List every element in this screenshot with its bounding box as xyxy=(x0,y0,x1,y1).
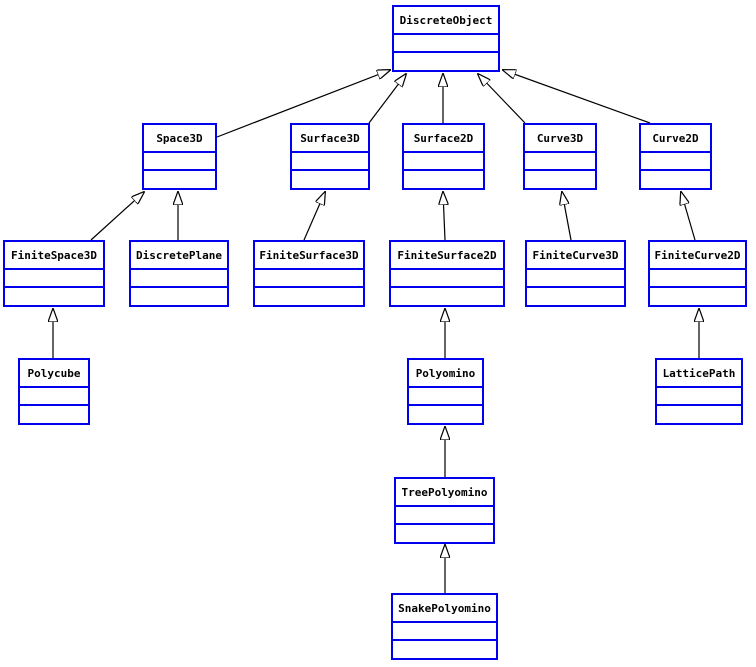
class-box-surface2d: Surface2D xyxy=(402,123,485,190)
attributes-compartment xyxy=(391,270,503,288)
edge-finitecurve2d-curve2d xyxy=(681,192,696,241)
edge-finitespace3d-space3d xyxy=(90,192,144,241)
class-name: Curve2D xyxy=(641,125,710,153)
attributes-compartment xyxy=(131,270,227,288)
operations-compartment xyxy=(641,171,710,188)
class-box-polycube: Polycube xyxy=(18,358,90,425)
attributes-compartment xyxy=(394,35,498,53)
attributes-compartment xyxy=(525,153,595,171)
class-name: FiniteSurface2D xyxy=(391,242,503,270)
class-name: Polycube xyxy=(20,360,88,388)
attributes-compartment xyxy=(144,153,215,171)
attributes-compartment xyxy=(255,270,363,288)
attributes-compartment xyxy=(657,388,741,406)
attributes-compartment xyxy=(20,388,88,406)
class-box-treepolyomino: TreePolyomino xyxy=(394,477,495,544)
class-name: TreePolyomino xyxy=(396,479,493,507)
attributes-compartment xyxy=(292,153,368,171)
edge-curve2d-discreteobject xyxy=(503,70,651,124)
class-name: FiniteCurve3D xyxy=(527,242,624,270)
class-box-finitesurface2d: FiniteSurface2D xyxy=(389,240,505,307)
edge-surface3d-discreteobject xyxy=(368,74,406,124)
class-name: DiscretePlane xyxy=(131,242,227,270)
attributes-compartment xyxy=(527,270,624,288)
class-box-snakepolyomino: SnakePolyomino xyxy=(391,593,498,660)
operations-compartment xyxy=(144,171,215,188)
class-name: SnakePolyomino xyxy=(393,595,496,623)
operations-compartment xyxy=(409,406,482,423)
class-box-polyomino: Polyomino xyxy=(407,358,484,425)
class-name: Surface3D xyxy=(292,125,368,153)
attributes-compartment xyxy=(641,153,710,171)
class-box-space3d: Space3D xyxy=(142,123,217,190)
class-box-surface3d: Surface3D xyxy=(290,123,370,190)
attributes-compartment xyxy=(404,153,483,171)
attributes-compartment xyxy=(396,507,493,525)
class-name: Surface2D xyxy=(404,125,483,153)
class-box-curve2d: Curve2D xyxy=(639,123,712,190)
class-box-discreteplane: DiscretePlane xyxy=(129,240,229,307)
edge-space3d-discreteobject xyxy=(216,70,390,138)
edge-finitesurface2d-surface2d xyxy=(443,192,445,241)
class-name: Curve3D xyxy=(525,125,595,153)
class-name: Space3D xyxy=(144,125,215,153)
attributes-compartment xyxy=(409,388,482,406)
class-box-finitesurface3d: FiniteSurface3D xyxy=(253,240,365,307)
edge-finitesurface3d-surface3d xyxy=(303,192,325,241)
operations-compartment xyxy=(131,288,227,305)
class-name: LatticePath xyxy=(657,360,741,388)
edge-finitecurve3d-curve3d xyxy=(562,192,572,241)
edge-curve3d-discreteobject xyxy=(478,74,526,124)
operations-compartment xyxy=(396,525,493,542)
class-name: DiscreteObject xyxy=(394,7,498,35)
operations-compartment xyxy=(404,171,483,188)
attributes-compartment xyxy=(393,623,496,641)
operations-compartment xyxy=(391,288,503,305)
operations-compartment xyxy=(292,171,368,188)
class-name: FiniteSpace3D xyxy=(5,242,103,270)
attributes-compartment xyxy=(5,270,103,288)
operations-compartment xyxy=(394,53,498,70)
class-name: FiniteSurface3D xyxy=(255,242,363,270)
operations-compartment xyxy=(393,641,496,658)
operations-compartment xyxy=(5,288,103,305)
class-box-finitecurve3d: FiniteCurve3D xyxy=(525,240,626,307)
operations-compartment xyxy=(255,288,363,305)
operations-compartment xyxy=(20,406,88,423)
operations-compartment xyxy=(657,406,741,423)
class-box-discreteobject: DiscreteObject xyxy=(392,5,500,72)
operations-compartment xyxy=(650,288,745,305)
class-name: Polyomino xyxy=(409,360,482,388)
class-name: FiniteCurve2D xyxy=(650,242,745,270)
attributes-compartment xyxy=(650,270,745,288)
operations-compartment xyxy=(525,171,595,188)
class-box-finitecurve2d: FiniteCurve2D xyxy=(648,240,747,307)
class-box-latticepath: LatticePath xyxy=(655,358,743,425)
class-box-finitespace3d: FiniteSpace3D xyxy=(3,240,105,307)
class-box-curve3d: Curve3D xyxy=(523,123,597,190)
operations-compartment xyxy=(527,288,624,305)
